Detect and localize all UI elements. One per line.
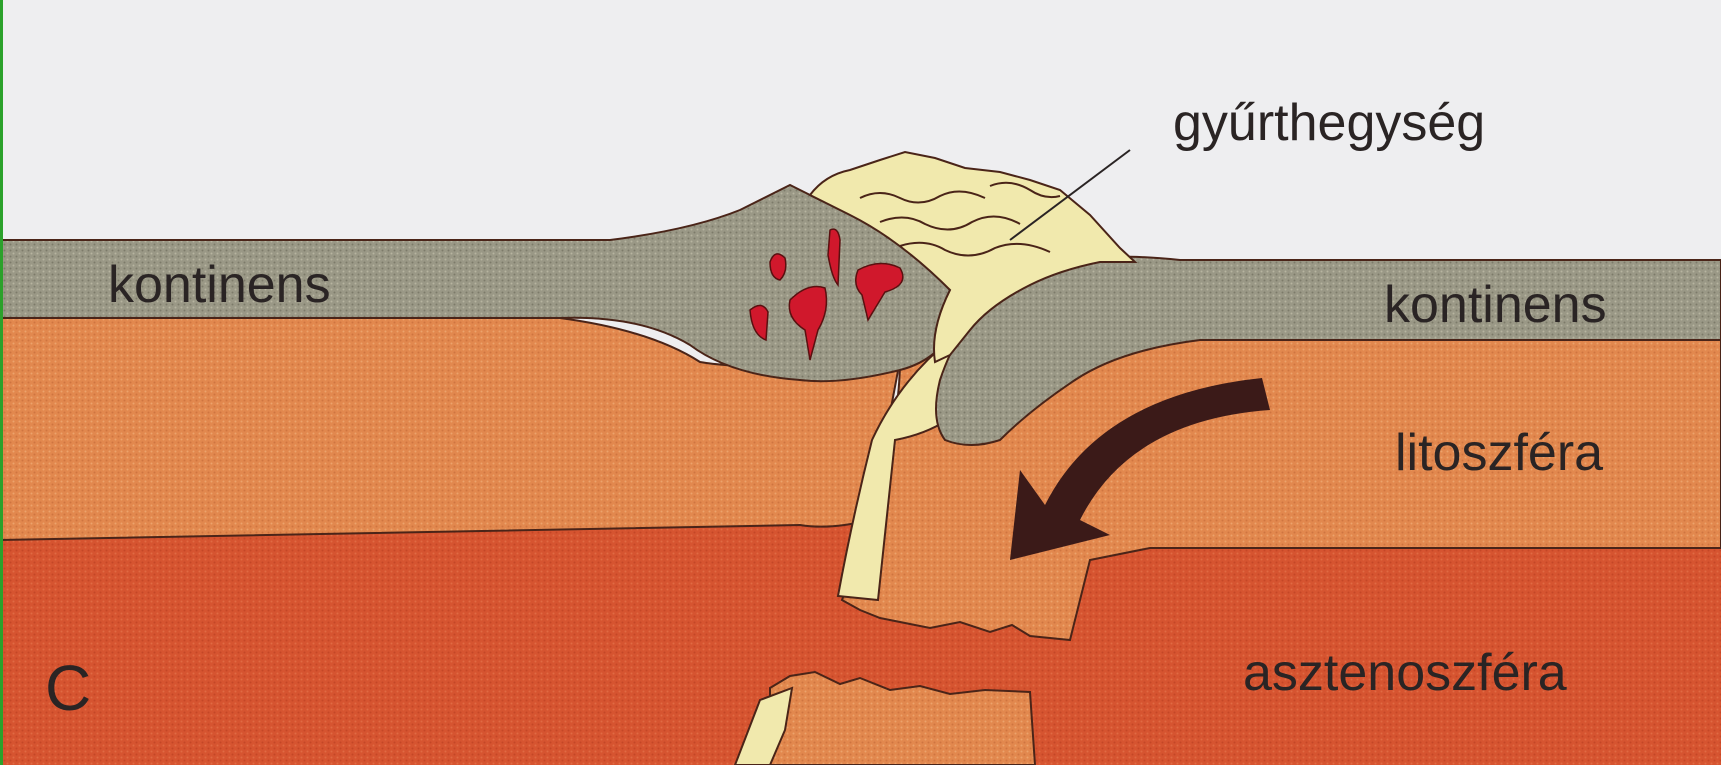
label-asthenosphere: asztenoszféra	[1243, 644, 1567, 702]
label-continent-right: kontinens	[1384, 276, 1607, 334]
frame-edge	[0, 0, 3, 765]
label-continent-left: kontinens	[108, 256, 331, 314]
label-mountain: gyűrthegység	[1173, 94, 1485, 152]
label-lithosphere: litoszféra	[1395, 424, 1603, 482]
panel-letter: C	[45, 652, 91, 724]
